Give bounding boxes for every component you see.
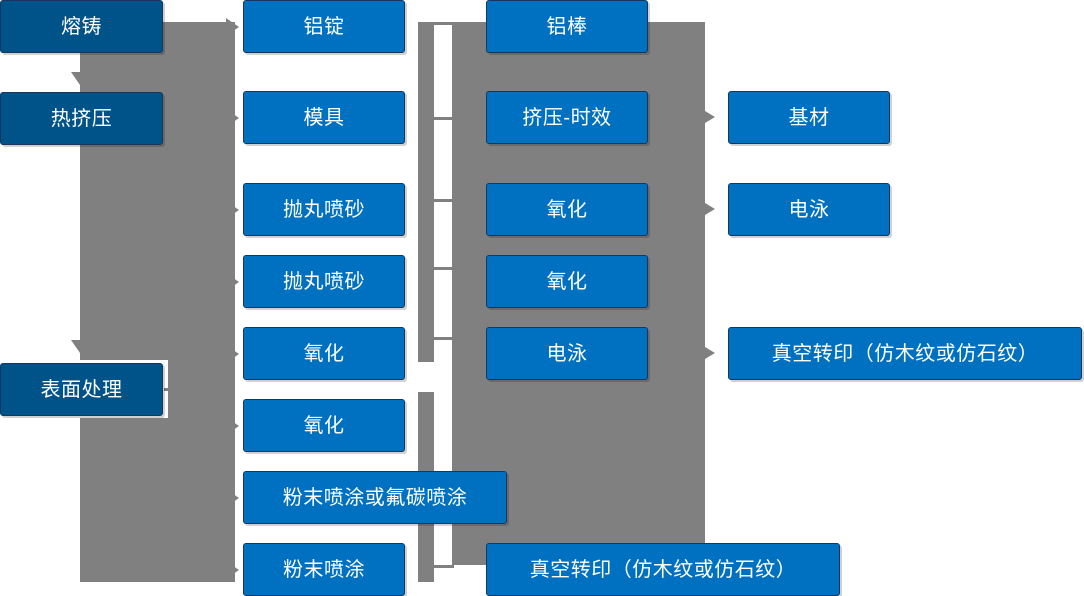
arrow-to-vacuum-transfer-print-right — [705, 347, 715, 359]
stage-box-surface-treatment[interactable]: 表面处理 — [0, 363, 163, 416]
process-box-oxidation-2[interactable]: 氧化 — [243, 399, 405, 452]
intermediate-box-electrophoresis-1[interactable]: 电泳 — [486, 327, 648, 380]
stage-box-hot-extrusion[interactable]: 热挤压 — [0, 92, 163, 145]
product-box-electrophoresis-2[interactable]: 电泳 — [728, 183, 890, 236]
arrow-to-oxidation-1 — [226, 345, 239, 363]
rail-tick-4 — [434, 267, 454, 270]
intermediate-box-oxidation-3[interactable]: 氧化 — [486, 183, 648, 236]
arrow-to-electrophoresis-2 — [705, 203, 715, 215]
process-box-powder-or-fluorocarbon-coating[interactable]: 粉末喷涂或氟碳喷涂 — [243, 471, 507, 524]
rail-tick-2 — [434, 117, 454, 120]
process-label-powder-coating: 粉末喷涂 — [283, 558, 365, 581]
arrow-down-melt-to-extrusion — [71, 72, 89, 85]
product-label-vacuum-transfer-print-right: 真空转印（仿木纹或仿石纹） — [771, 342, 1039, 365]
rail-tick-6 — [434, 565, 454, 568]
stage-box-melt-cast[interactable]: 熔铸 — [0, 0, 163, 53]
process-box-mould[interactable]: 模具 — [243, 91, 405, 144]
arrow-to-aluminium-ingot — [226, 18, 239, 36]
rail-tick-3 — [434, 199, 454, 202]
arrow-to-powder-or-fluorocarbon — [226, 489, 239, 507]
product-label-base-material: 基材 — [788, 106, 830, 129]
arrow-to-base-material — [705, 111, 715, 123]
stage-label-surface-treatment: 表面处理 — [40, 378, 123, 401]
intermediate-box-aluminium-bar[interactable]: 铝棒 — [486, 0, 648, 53]
intermediate-box-oxidation-4[interactable]: 氧化 — [486, 255, 648, 308]
process-box-oxidation-1[interactable]: 氧化 — [243, 327, 405, 380]
intermediate-label-aluminium-bar: 铝棒 — [546, 15, 588, 38]
product-box-base-material[interactable]: 基材 — [728, 91, 890, 144]
connector-rail-vertical — [418, 22, 434, 362]
arrow-down-extrusion-to-surface — [71, 340, 89, 353]
process-label-oxidation-1: 氧化 — [303, 342, 345, 365]
arrow-to-oxidation-2 — [226, 417, 239, 435]
intermediate-label-oxidation-3: 氧化 — [546, 198, 588, 221]
process-label-shot-blasting-1: 抛丸喷砂 — [283, 198, 365, 221]
intermediate-label-electrophoresis-1: 电泳 — [546, 342, 588, 365]
intermediate-box-vacuum-transfer-print-bottom[interactable]: 真空转印（仿木纹或仿石纹） — [486, 543, 840, 596]
process-label-powder-or-fluorocarbon-coating: 粉末喷涂或氟碳喷涂 — [282, 486, 468, 509]
process-label-mould: 模具 — [303, 106, 345, 129]
process-box-aluminium-ingot[interactable]: 铝锭 — [243, 0, 405, 53]
rail-tick-5 — [434, 337, 454, 340]
intermediate-label-vacuum-transfer-print-bottom: 真空转印（仿木纹或仿石纹） — [529, 558, 797, 581]
arrow-to-mould — [226, 109, 239, 127]
process-box-powder-coating[interactable]: 粉末喷涂 — [243, 543, 405, 596]
intermediate-label-oxidation-4: 氧化 — [546, 270, 588, 293]
product-box-vacuum-transfer-print-right[interactable]: 真空转印（仿木纹或仿石纹） — [728, 327, 1082, 380]
arrow-to-powder-coating — [226, 561, 239, 579]
intermediate-box-extrusion-aging[interactable]: 挤压-时效 — [486, 91, 648, 144]
process-box-shot-blasting-2[interactable]: 抛丸喷砂 — [243, 255, 405, 308]
stage-label-hot-extrusion: 热挤压 — [50, 107, 113, 130]
process-label-shot-blasting-2: 抛丸喷砂 — [283, 270, 365, 293]
product-label-electrophoresis-2: 电泳 — [788, 198, 830, 221]
stage-label-melt-cast: 熔铸 — [61, 15, 102, 38]
process-label-oxidation-2: 氧化 — [303, 414, 345, 437]
process-label-aluminium-ingot: 铝锭 — [303, 15, 345, 38]
arrow-to-shot-blasting-2 — [226, 273, 239, 291]
intermediate-label-extrusion-aging: 挤压-时效 — [522, 106, 612, 129]
connector-surface-treatment-stub — [164, 388, 186, 391]
rail-tick-1 — [434, 22, 454, 25]
arrow-to-shot-blasting-1 — [226, 201, 239, 219]
process-box-shot-blasting-1[interactable]: 抛丸喷砂 — [243, 183, 405, 236]
